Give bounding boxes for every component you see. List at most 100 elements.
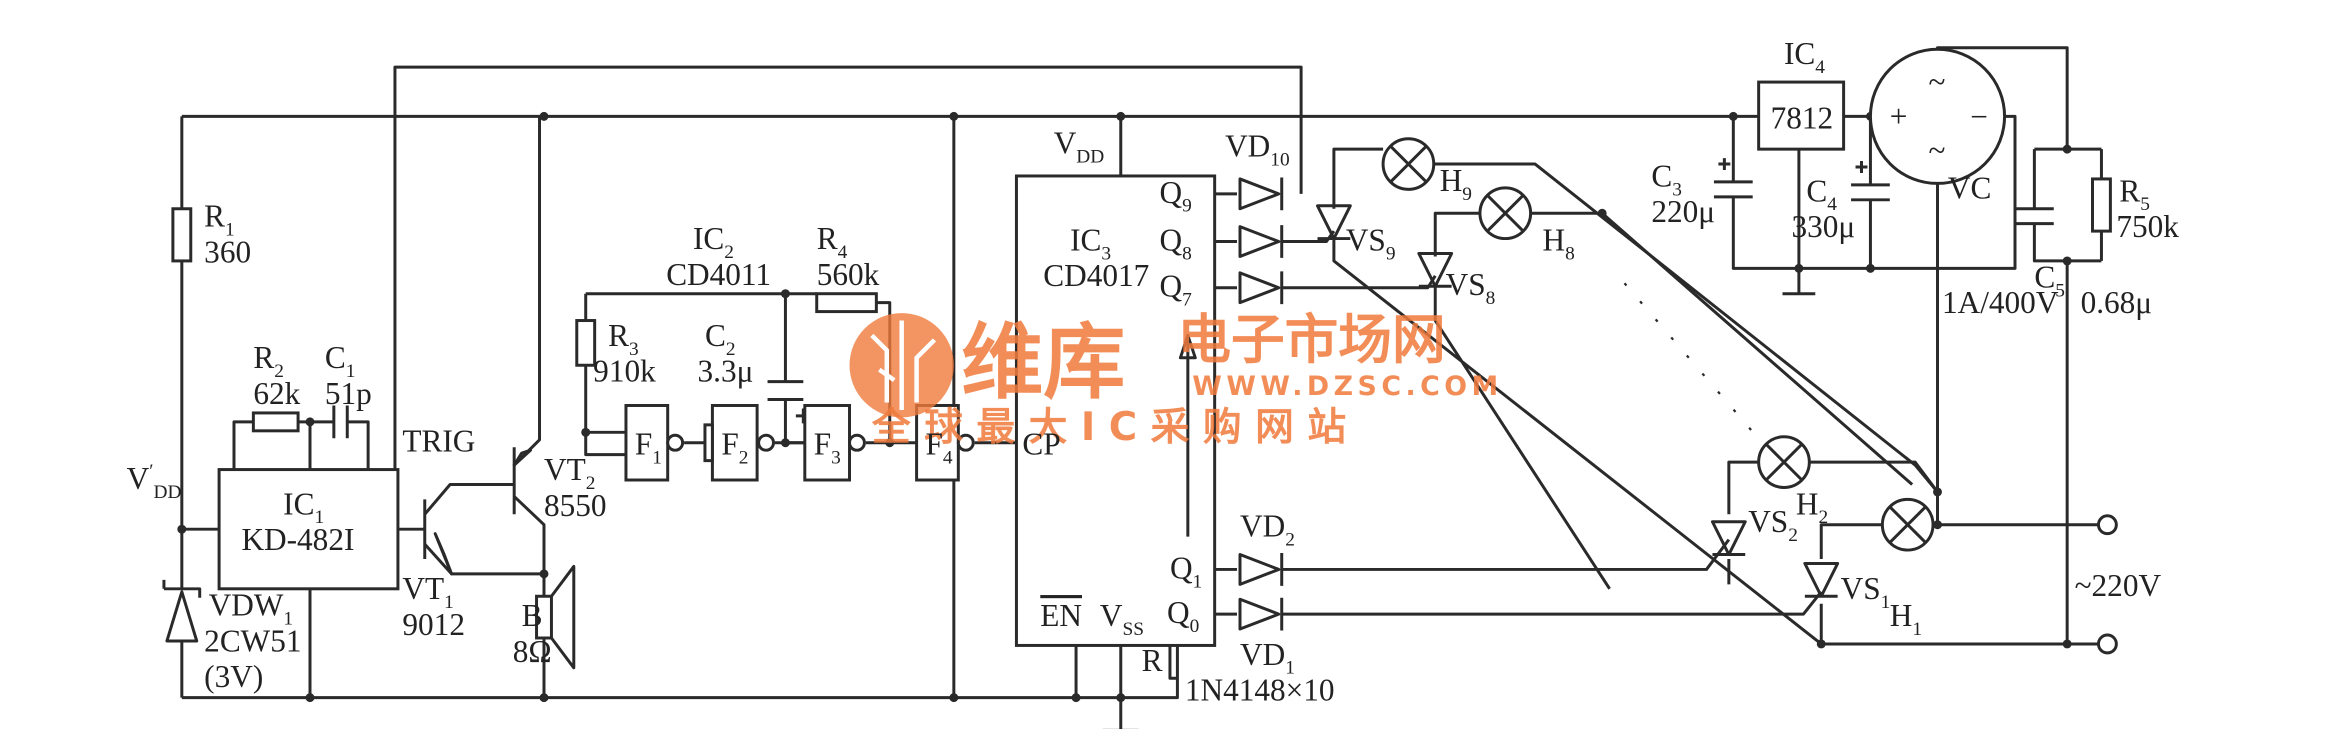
resistor-r1 xyxy=(171,207,193,263)
gate-f2 xyxy=(710,403,759,482)
label-vss: VSS xyxy=(1100,598,1144,640)
label-vd1: VD1 xyxy=(1240,637,1295,679)
label-vt2-value: 8550 xyxy=(544,488,607,523)
label-sub: 8 xyxy=(1565,243,1575,264)
label-ref: R xyxy=(253,340,274,375)
speaker-b xyxy=(535,564,576,670)
label-ref: R xyxy=(2119,173,2140,208)
label-ic4-part: 7812 xyxy=(1771,100,1834,135)
label-f4: F4 xyxy=(926,427,953,469)
label-c3: C3 xyxy=(1651,158,1682,200)
label-ref: CP xyxy=(1022,427,1060,462)
gate-f4-bubble xyxy=(956,433,975,452)
label-f2: F2 xyxy=(721,427,748,469)
label-sub: 9 xyxy=(1182,196,1192,217)
gate-f2-bubble xyxy=(757,433,776,452)
label-vdd: VDD xyxy=(1054,126,1105,168)
label-ref: VS xyxy=(1346,222,1386,257)
label-r5: R5 xyxy=(2119,173,2150,215)
label-ic3-value: CD4017 xyxy=(1043,258,1149,293)
label-q7: Q7 xyxy=(1160,269,1193,311)
label-sub: 10 xyxy=(1270,150,1289,171)
label-ic2-value: CD4011 xyxy=(666,257,771,292)
label-c3-value: 220μ xyxy=(1651,194,1715,229)
label-sub: 2 xyxy=(724,242,734,263)
label-sub: 0 xyxy=(1190,616,1200,637)
label-sub: 4 xyxy=(838,242,848,263)
ic1-kd-482i xyxy=(217,468,400,591)
label-trig: TRIG xyxy=(402,424,475,459)
label-sub: 1 xyxy=(1881,592,1891,613)
label-vt2: VT2 xyxy=(544,452,595,494)
label-ref: Q xyxy=(1160,175,1183,210)
label-f1: F1 xyxy=(635,427,662,469)
label-h2: H2 xyxy=(1796,486,1828,528)
resistor-r3 xyxy=(575,319,597,367)
label-r1: R1 xyxy=(204,199,235,241)
label-ic3: IC3 xyxy=(1070,222,1111,264)
ic4-7812 xyxy=(1757,80,1846,151)
label-sub: 1 xyxy=(283,609,293,630)
label-ref: Q xyxy=(1167,595,1190,630)
bridge-minus: − xyxy=(1970,99,1988,134)
label-h8: H8 xyxy=(1543,222,1575,264)
label-ref: H xyxy=(1440,163,1463,198)
label-sub: DD xyxy=(1076,147,1104,168)
label-ref: H xyxy=(1796,486,1819,521)
label-vt1: VT1 xyxy=(402,571,453,613)
label-en: EN xyxy=(1040,598,1082,633)
label-c1: C1 xyxy=(325,340,356,382)
label-sub: 2 xyxy=(1285,530,1295,551)
label-ref: R xyxy=(204,199,225,234)
label-ref: Q xyxy=(1160,269,1183,304)
label-ref: F xyxy=(721,427,738,462)
label-sub: 5 xyxy=(2140,194,2150,215)
label-ref: Q xyxy=(1160,222,1183,257)
label-ic4: IC4 xyxy=(1784,36,1825,78)
label-q0: Q0 xyxy=(1167,595,1199,637)
transistor-bases xyxy=(423,447,516,559)
label-ref: V xyxy=(1054,126,1077,161)
label-ref: VT xyxy=(402,571,444,606)
bridge-rectifier-vc xyxy=(1868,47,2007,185)
label-ref: F xyxy=(814,427,831,462)
label-sub: 7 xyxy=(1182,290,1192,311)
label-ref: VS xyxy=(1748,504,1788,539)
label-sub: 9 xyxy=(1386,243,1396,264)
label-vd1-value: 1N4148×10 xyxy=(1185,673,1335,708)
thyristors xyxy=(1316,204,1840,598)
label-sub: 1 xyxy=(652,448,662,469)
label-ref: VD xyxy=(1225,129,1270,164)
label-sub: 9 xyxy=(1462,184,1472,205)
label-ref: H xyxy=(1890,598,1913,633)
label-sub: 3 xyxy=(1672,179,1682,200)
label-r4: R4 xyxy=(817,221,848,263)
label-vdw1: VDW1 xyxy=(209,588,293,630)
label-sub: 2 xyxy=(739,448,749,469)
label-sub: SS xyxy=(1122,619,1144,640)
junction-dots xyxy=(177,111,2072,703)
label-sub: 2 xyxy=(1788,525,1798,546)
label-ref: VT xyxy=(544,452,586,487)
bridge-plus: + xyxy=(1890,99,1908,134)
ac-terminal-1 xyxy=(2096,514,2118,536)
label-ref: Q xyxy=(1170,550,1193,585)
label-h9: H9 xyxy=(1440,163,1472,205)
gate-f3-bubble xyxy=(848,433,866,452)
label-ref: EN xyxy=(1040,598,1082,633)
reset-pin xyxy=(1168,643,1178,680)
label-c4: C4 xyxy=(1806,173,1837,215)
label-ref: F xyxy=(926,427,943,462)
label-vdd-prime: V′DD xyxy=(127,461,182,503)
label-ref: C xyxy=(1651,158,1672,193)
label-sub: 1 xyxy=(225,220,235,241)
label-sub: 8 xyxy=(1182,243,1192,264)
label-c5: C5 xyxy=(2034,260,2065,302)
label-sub: 2 xyxy=(586,473,596,494)
label-vc: VC xyxy=(1948,170,1991,205)
label-sub: 1 xyxy=(1285,658,1295,679)
bridge-ac-top: ~ xyxy=(1929,65,1946,100)
watermark-logo: 维库 电子市场网 WWW.DZSC.COM 全 球 最 大 I C 采 购 网 … xyxy=(849,308,1498,450)
capacitor-c4 xyxy=(1851,161,1890,202)
